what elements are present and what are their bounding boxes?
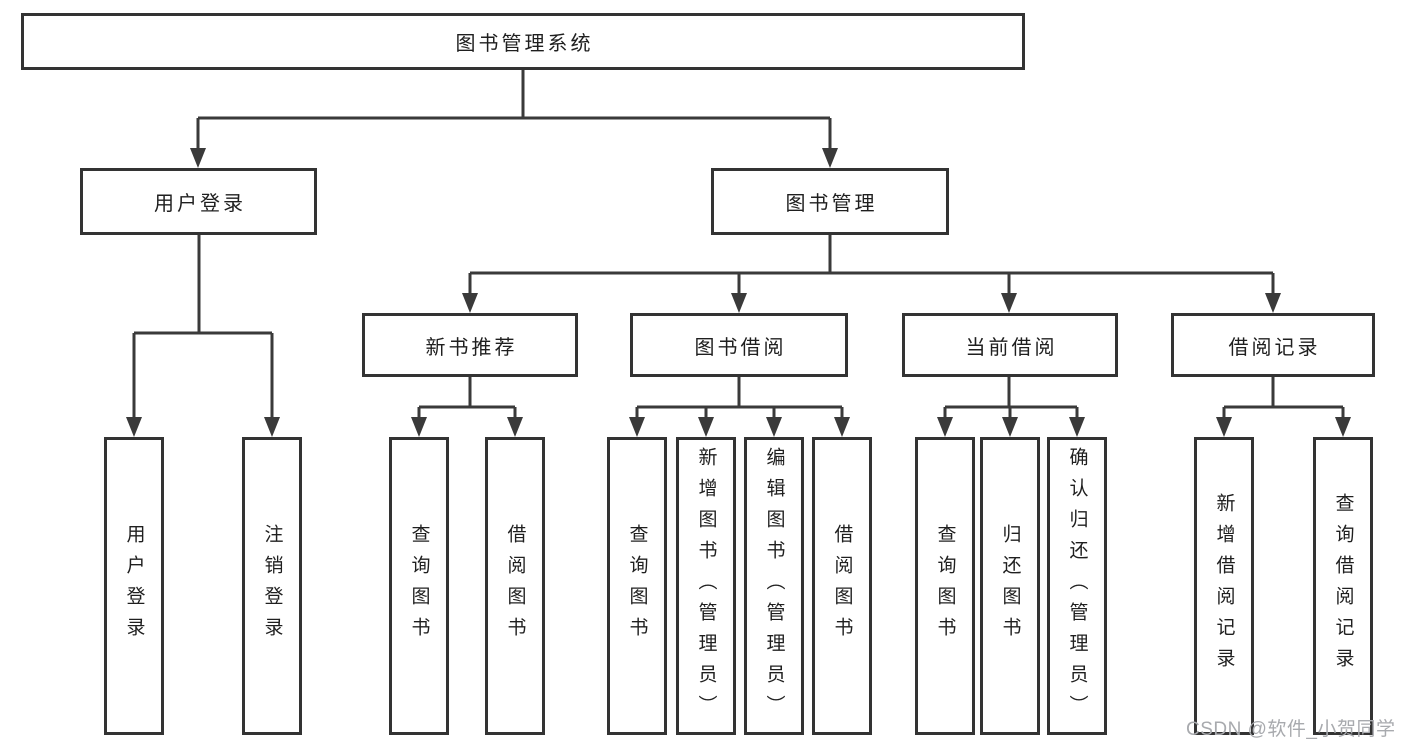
node-book-borrow: 图书借阅 <box>630 313 848 377</box>
leaf-query-book-borrow: 查询图书 <box>607 437 667 735</box>
leaf-logout-label: 注销登录 <box>261 524 283 648</box>
leaf-add-borrow-record: 新增借阅记录 <box>1194 437 1254 735</box>
leaf-query-book-recommend: 查询图书 <box>389 437 449 735</box>
leaf-query-book-current-label: 查询图书 <box>934 524 956 648</box>
leaf-query-book-recommend-label: 查询图书 <box>408 524 430 648</box>
leaf-query-borrow-record: 查询借阅记录 <box>1313 437 1373 735</box>
leaf-borrow-book-label: 借阅图书 <box>831 524 853 648</box>
leaf-query-book-current: 查询图书 <box>915 437 975 735</box>
leaf-query-borrow-record-label: 查询借阅记录 <box>1332 493 1354 679</box>
leaf-return-book: 归还图书 <box>980 437 1040 735</box>
leaf-borrow-book: 借阅图书 <box>812 437 872 735</box>
leaf-borrow-book-recommend-label: 借阅图书 <box>504 524 526 648</box>
leaf-return-book-label: 归还图书 <box>999 524 1021 648</box>
leaf-edit-book-admin-label: 编辑图书（管理员） <box>763 446 785 726</box>
node-user-login-branch-label: 用户登录 <box>154 193 246 215</box>
node-current-borrow: 当前借阅 <box>902 313 1118 377</box>
node-book-management-branch-label: 图书管理 <box>785 193 878 215</box>
leaf-confirm-return-admin: 确认归还（管理员） <box>1047 437 1107 735</box>
node-root-library-system: 图书管理系统 <box>21 13 1025 70</box>
leaf-logout: 注销登录 <box>242 437 302 735</box>
leaf-borrow-book-recommend: 借阅图书 <box>485 437 545 735</box>
leaf-add-book-admin: 新增图书（管理员） <box>676 437 736 735</box>
node-borrow-records: 借阅记录 <box>1171 313 1375 377</box>
leaf-user-login: 用户登录 <box>104 437 164 735</box>
leaf-user-login-label: 用户登录 <box>123 524 145 648</box>
node-new-book-recommend: 新书推荐 <box>362 313 578 377</box>
node-borrow-records-label: 借阅记录 <box>1228 336 1321 359</box>
arrowheads <box>126 148 1351 437</box>
node-user-login-branch: 用户登录 <box>80 168 317 235</box>
node-new-book-recommend-label: 新书推荐 <box>425 336 518 359</box>
leaf-add-book-admin-label: 新增图书（管理员） <box>695 446 717 726</box>
node-current-borrow-label: 当前借阅 <box>965 336 1058 359</box>
leaf-confirm-return-admin-label: 确认归还（管理员） <box>1066 446 1088 726</box>
node-root-label: 图书管理系统 <box>455 33 594 55</box>
node-book-management-branch: 图书管理 <box>711 168 949 235</box>
node-book-borrow-label: 图书借阅 <box>694 336 787 359</box>
leaf-query-book-borrow-label: 查询图书 <box>626 524 648 648</box>
leaf-edit-book-admin: 编辑图书（管理员） <box>744 437 804 735</box>
csdn-watermark: CSDN @软件_小贺同学 <box>1186 719 1396 740</box>
leaf-add-borrow-record-label: 新增借阅记录 <box>1213 493 1235 679</box>
